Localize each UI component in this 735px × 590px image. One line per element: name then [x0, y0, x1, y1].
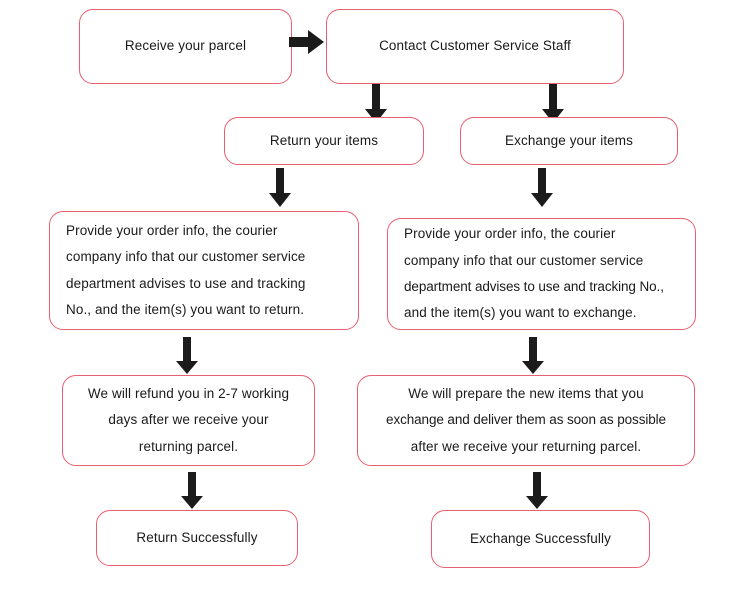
- arrow-contact-to-return: [364, 84, 388, 124]
- arrow-return-to-return-info: [268, 168, 292, 208]
- node-refund-result[interactable]: We will refund you in 2-7 working days a…: [62, 375, 315, 466]
- node-exchange-result-line-3: after we receive your returning parcel.: [410, 438, 642, 454]
- node-return-info-line-1: Provide your order info, the courier: [66, 222, 278, 238]
- node-return-info[interactable]: Provide your order info, the courier com…: [49, 211, 359, 330]
- node-return-info-line-2: company info that our customer service: [66, 249, 306, 265]
- node-return-info-text: Provide your order info, the courier com…: [50, 218, 358, 323]
- node-receive-parcel[interactable]: Receive your parcel: [79, 9, 292, 84]
- arrow-exchange-info-to-result: [521, 337, 545, 375]
- node-exchange-info[interactable]: Provide your order info, the courier com…: [387, 218, 696, 330]
- node-exchange-info-line-4: and the item(s) you want to exchange.: [404, 305, 637, 321]
- node-refund-result-line-3: returning parcel.: [138, 438, 239, 454]
- node-return-info-line-3: department advises to use and tracking: [66, 275, 306, 291]
- node-exchange-result-line-2: exchange and deliver them as soon as pos…: [386, 412, 666, 428]
- arrow-return-info-to-refund: [175, 337, 199, 375]
- arrow-exchange-to-exchange-info: [530, 168, 554, 208]
- node-exchange-items-label: Exchange your items: [505, 132, 633, 148]
- arrow-contact-to-exchange: [541, 84, 565, 124]
- node-contact-customer-service[interactable]: Contact Customer Service Staff: [326, 9, 624, 84]
- node-return-info-line-4: No., and the item(s) you want to return.: [66, 301, 305, 317]
- node-exchange-info-line-3: department advises to use and tracking N…: [404, 279, 664, 294]
- node-return-items[interactable]: Return your items: [224, 117, 424, 165]
- node-exchange-result-line-1: We will prepare the new items that you: [408, 386, 644, 402]
- node-exchange-success[interactable]: Exchange Successfully: [431, 510, 650, 568]
- node-exchange-items[interactable]: Exchange your items: [460, 117, 678, 165]
- node-refund-result-line-1: We will refund you in 2-7 working: [87, 386, 290, 402]
- node-contact-customer-service-label: Contact Customer Service Staff: [379, 38, 571, 54]
- arrow-receive-to-contact: [289, 29, 325, 55]
- node-refund-result-text: We will refund you in 2-7 working days a…: [63, 381, 314, 460]
- arrow-refund-to-success: [180, 472, 204, 510]
- node-exchange-info-line-1: Provide your order info, the courier: [404, 226, 616, 242]
- node-exchange-success-label: Exchange Successfully: [470, 530, 611, 546]
- node-return-success[interactable]: Return Successfully: [96, 510, 298, 566]
- node-return-success-label: Return Successfully: [136, 529, 258, 545]
- arrow-exchange-result-to-success: [525, 472, 549, 510]
- node-exchange-result-text: We will prepare the new items that you e…: [358, 381, 694, 460]
- node-receive-parcel-label: Receive your parcel: [124, 38, 247, 54]
- node-return-items-label: Return your items: [269, 132, 379, 148]
- node-exchange-info-line-2: company info that our customer service: [404, 252, 644, 268]
- node-exchange-result[interactable]: We will prepare the new items that you e…: [357, 375, 695, 466]
- node-refund-result-line-2: days after we receive your: [108, 412, 269, 428]
- node-exchange-info-text: Provide your order info, the courier com…: [388, 221, 695, 326]
